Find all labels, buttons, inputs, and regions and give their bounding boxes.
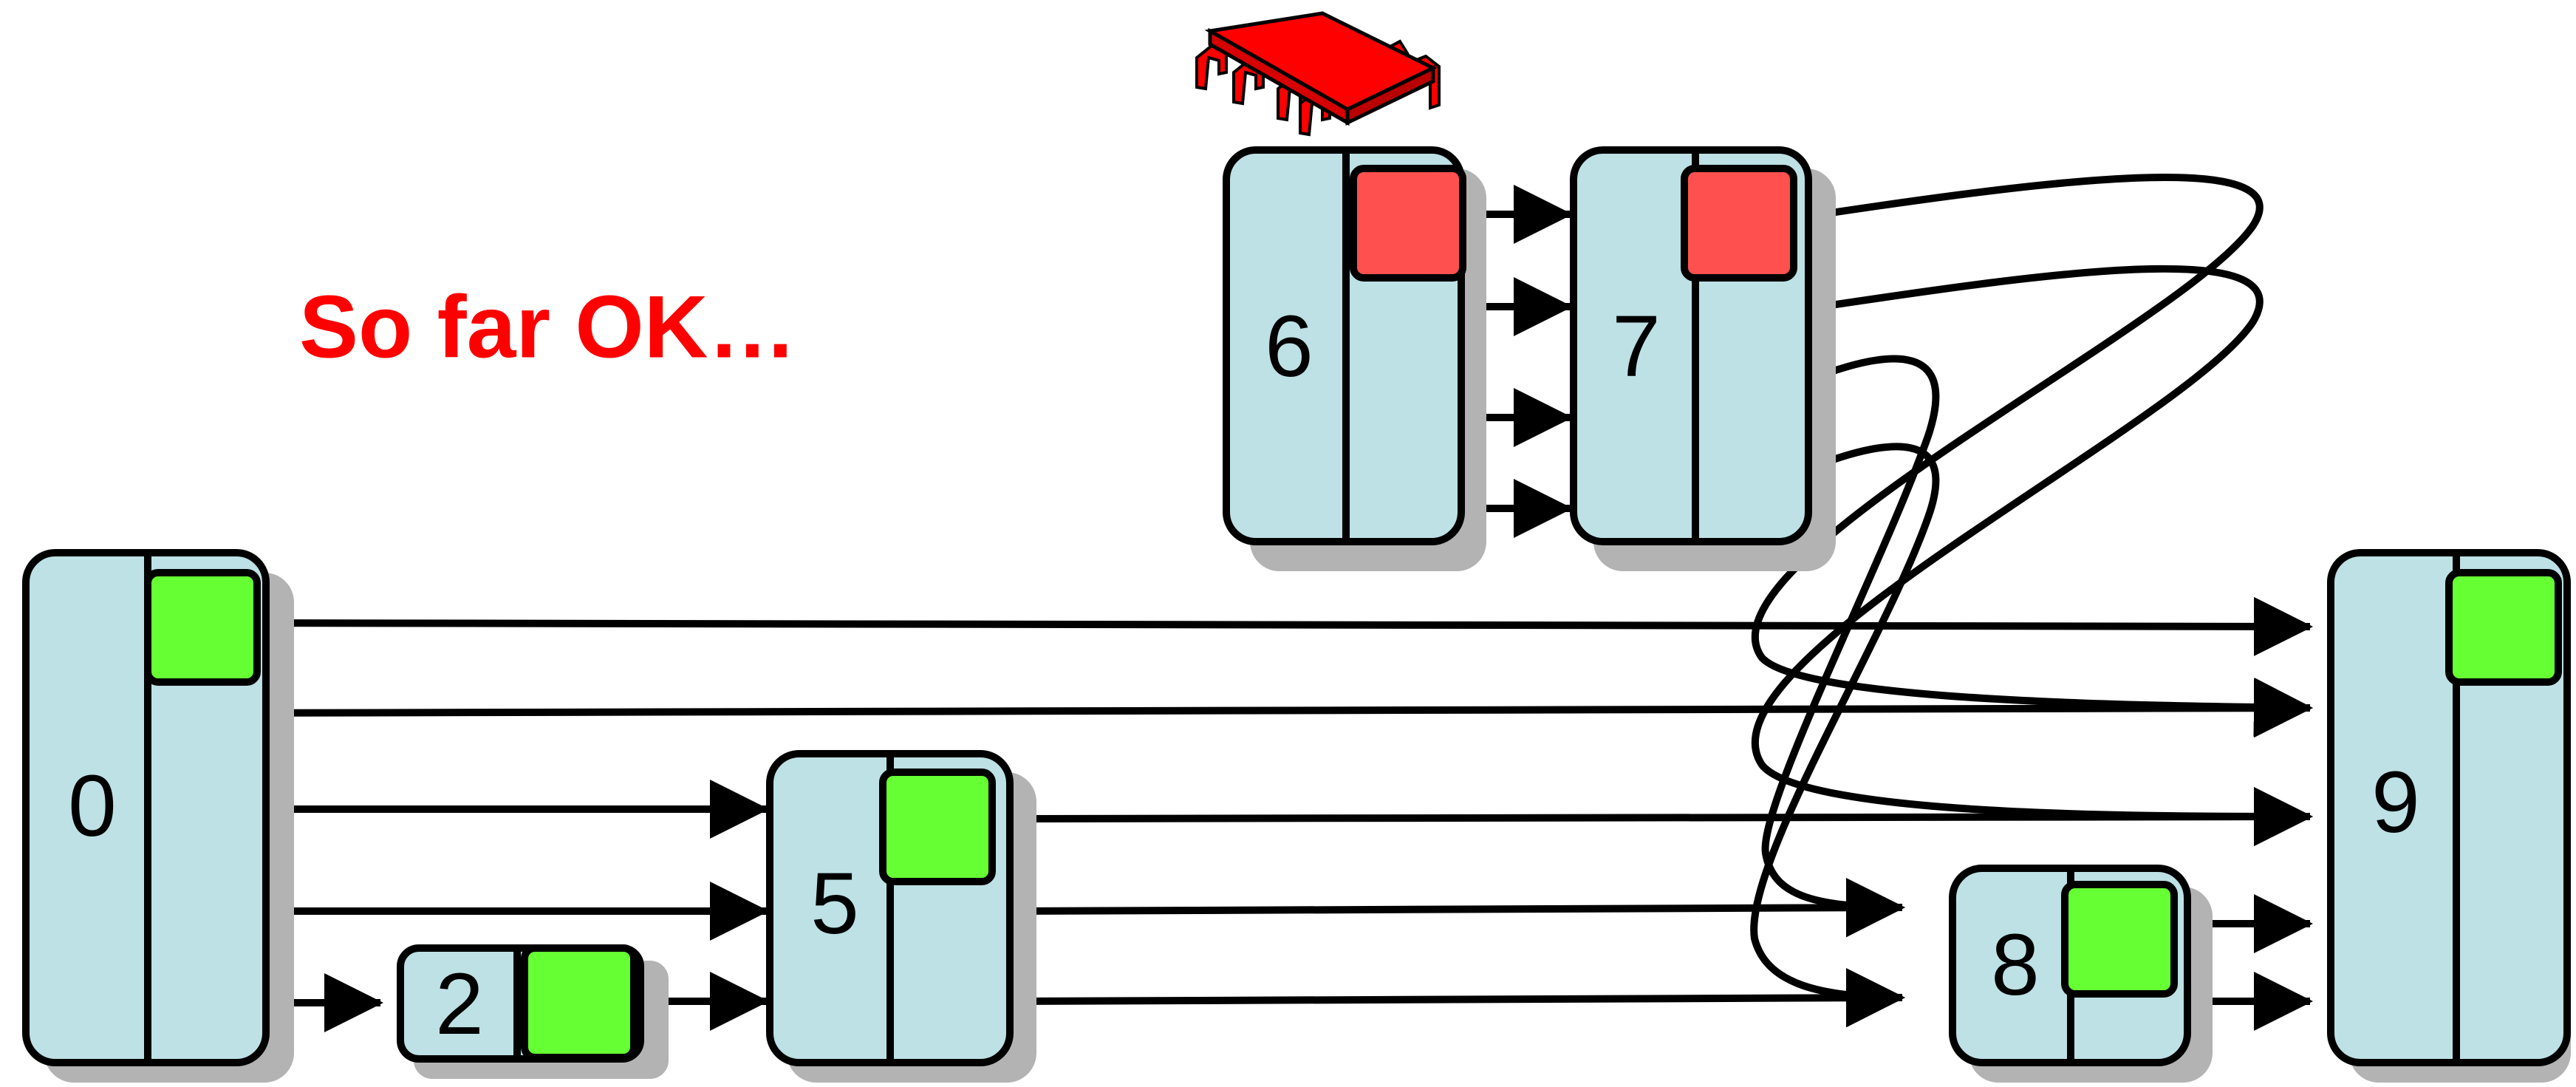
headline-text: So far OK…	[299, 278, 796, 377]
node-label-8: 8	[1991, 916, 2040, 1014]
lock-green-8	[2061, 881, 2178, 998]
cpu-chip-icon	[1195, 11, 1441, 137]
link-7-to-9-level-2	[1751, 265, 2313, 846]
node-label-6: 6	[1265, 298, 1313, 395]
lock-green-5	[879, 769, 996, 885]
lock-green-0	[144, 569, 261, 686]
link-7-to-8-level-0	[1750, 443, 1940, 1027]
link-0-to-9-level-4	[243, 596, 2313, 656]
link-0-to-9-level-3	[221, 678, 2313, 738]
node-label-5: 5	[810, 855, 859, 953]
node-9: 9	[2327, 549, 2571, 1083]
lock-green-2	[521, 944, 638, 1061]
lock-red-7	[1681, 165, 1797, 282]
link-5-to-8-level-1	[1014, 878, 1905, 938]
node-7: 7	[1570, 146, 1836, 571]
node-0: 0	[22, 549, 294, 1083]
node-2: 2	[397, 944, 669, 1079]
node-label-2: 2	[435, 955, 484, 1053]
lock-red-6	[1350, 165, 1466, 282]
node-8: 8	[1949, 865, 2213, 1083]
node-6: 6	[1223, 146, 1486, 571]
link-7-to-8-level-1	[1761, 355, 1940, 937]
lock-green-9	[2445, 569, 2562, 686]
link-7-to-9-level-3	[1751, 174, 2313, 737]
node-label-9: 9	[2371, 754, 2420, 851]
node-label-7: 7	[1612, 298, 1661, 395]
node-label-0: 0	[68, 757, 117, 855]
link-5-to-8-level-0	[1014, 968, 1905, 1028]
node-5: 5	[766, 750, 1036, 1083]
